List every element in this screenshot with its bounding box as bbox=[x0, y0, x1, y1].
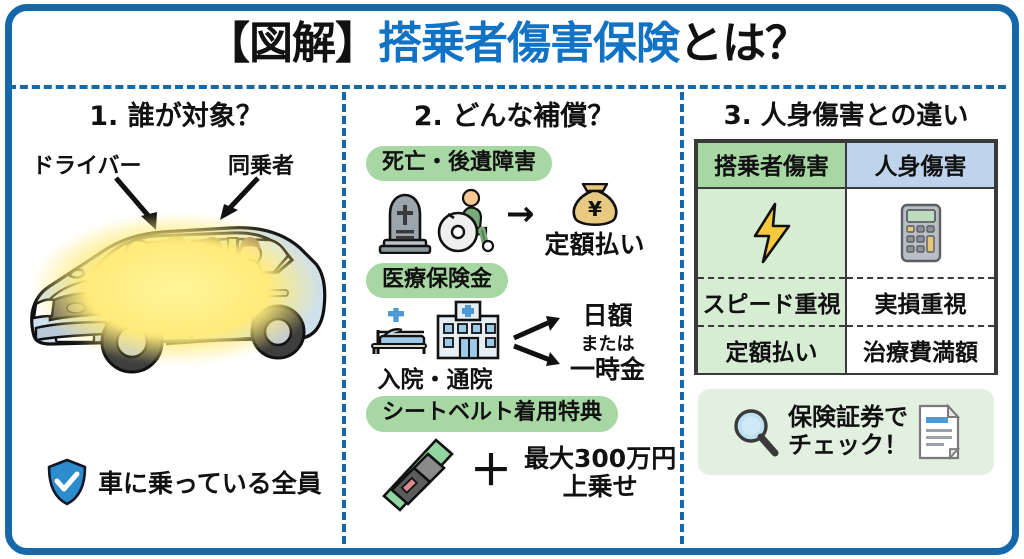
coverage-badge-seatbelt: シートベルト着用特典 bbox=[366, 396, 619, 432]
page-title: 【図解】搭乗者傷害保険とは？ bbox=[206, 22, 809, 66]
car-illustration-area: ドライバー 同乗者 bbox=[10, 134, 342, 404]
panel-what-coverage: 2. どんな補償？ 死亡・後遺障害 bbox=[348, 92, 680, 547]
coverage-section-death: 死亡・後遺障害 bbox=[348, 145, 680, 259]
shield-check-icon bbox=[47, 458, 87, 506]
title-prefix: 【図解】 bbox=[206, 18, 379, 69]
coverage-badge-death: 死亡・後遺障害 bbox=[366, 145, 553, 181]
gravestone-icon bbox=[378, 193, 432, 254]
coverage-badge-medical: 医療保険金 bbox=[366, 262, 509, 299]
plus-operator: ＋ bbox=[470, 445, 513, 495]
car-with-occupants bbox=[16, 186, 336, 396]
magnifier-icon bbox=[734, 408, 779, 457]
divider-horizontal bbox=[8, 85, 1006, 89]
panel1-conclusion: 車に乗っている全員 bbox=[46, 458, 322, 506]
panel1-conclusion-text: 車に乗っている全員 bbox=[98, 469, 322, 498]
seatbelt-icon bbox=[382, 437, 454, 512]
label-passenger: 同乗者 bbox=[228, 153, 295, 179]
divider-vertical-right bbox=[680, 92, 684, 544]
coverage-result-medical-mid: または bbox=[580, 334, 635, 356]
title-bar: 【図解】搭乗者傷害保険とは？ bbox=[0, 4, 1014, 84]
table-header-row: 搭乗者傷害 人身傷害 bbox=[696, 140, 996, 189]
table-cell-speed-icon bbox=[696, 187, 847, 279]
coverage-caption-medical: 入院・通院 bbox=[377, 367, 493, 394]
money-bag-icon: ¥ bbox=[572, 182, 617, 227]
comparison-table: 搭乗者傷害 人身傷害 bbox=[694, 138, 998, 375]
check-policy-box: 保険証券で チェック！ bbox=[698, 388, 994, 475]
coverage-section-seatbelt: シートベルト着用特典 ＋ 最大300万円 上乗せ bbox=[348, 396, 680, 515]
panel3-heading: 3. 人身傷害との違い bbox=[723, 101, 969, 131]
table-row: スピード重視 実損重視 bbox=[696, 277, 996, 327]
coverage-result-medical-bottom: 一時金 bbox=[570, 355, 646, 385]
coverage-result-seatbelt-top: 最大300万円 bbox=[524, 443, 677, 473]
table-row: 定額払い 治療費満額 bbox=[696, 325, 996, 373]
table-cell-full-treatment: 治療費満額 bbox=[845, 325, 996, 373]
title-suffix: とは？ bbox=[679, 18, 809, 69]
glow-highlight bbox=[34, 213, 320, 364]
hospital-bed-icon bbox=[371, 308, 427, 355]
table-col-passenger-injury: 搭乗者傷害 bbox=[696, 140, 847, 189]
label-driver: ドライバー bbox=[32, 153, 142, 179]
table-cell-actual-loss-text: 実損重視 bbox=[845, 277, 996, 327]
hospital-building-icon bbox=[436, 300, 500, 360]
coverage-result-death: 定額払い bbox=[544, 229, 645, 259]
arrow-death-to-result: → bbox=[506, 193, 535, 234]
check-policy-line1: 保険証券で bbox=[788, 403, 908, 431]
panel2-heading: 2. どんな補償？ bbox=[413, 101, 615, 132]
check-policy-line2: チェック！ bbox=[788, 430, 908, 459]
panel1-heading: 1. 誰が対象？ bbox=[89, 101, 263, 132]
table-row bbox=[696, 187, 996, 279]
divider-vertical-left bbox=[342, 92, 346, 544]
table-col-personal-injury: 人身傷害 bbox=[845, 140, 996, 189]
coverage-section-medical: 医療保険金 bbox=[348, 262, 680, 394]
double-arrow-icon bbox=[512, 316, 560, 367]
title-highlight: 搭乗者傷害保険 bbox=[378, 18, 680, 69]
coverage-result-medical-top: 日額 bbox=[582, 301, 633, 331]
lightning-bolt-icon bbox=[753, 202, 790, 263]
table-cell-speed-text: スピード重視 bbox=[696, 277, 847, 327]
table-cell-fixed-payment: 定額払い bbox=[696, 325, 847, 373]
calculator-icon bbox=[900, 203, 941, 262]
document-icon bbox=[918, 403, 961, 460]
svg-text:¥: ¥ bbox=[588, 197, 602, 221]
wheelchair-icon bbox=[437, 188, 495, 253]
panel-who-is-covered: 1. 誰が対象？ ドライバー 同乗者 bbox=[10, 92, 342, 547]
coverage-result-seatbelt-bottom: 上乗せ bbox=[562, 471, 638, 501]
table-cell-actual-loss-icon bbox=[845, 187, 996, 279]
check-policy-text: 保険証券で チェック！ bbox=[788, 403, 908, 459]
panel-difference: 3. 人身傷害との違い 搭乗者傷害 人身傷害 bbox=[686, 92, 1006, 547]
